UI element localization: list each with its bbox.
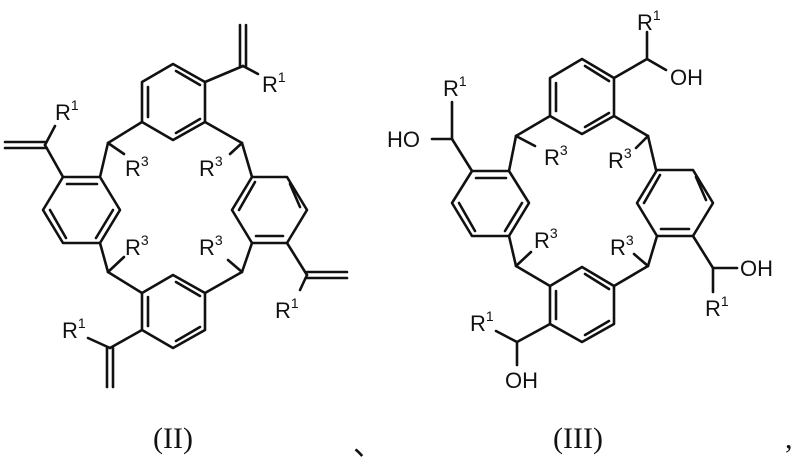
structure-iii-top-ring [548,57,616,136]
r1-label: R1 [637,7,661,35]
r1-label: R1 [62,315,86,343]
r3-label: R3 [610,232,634,260]
structure-iii-right-ring [635,168,715,238]
r3-label: R3 [544,142,568,170]
trailing-comma: , [785,422,793,455]
structure-ii: R1 R3 R3 R1 [3,23,349,455]
r3-label: R3 [125,153,149,181]
r1-label: R1 [262,69,286,97]
structure-ii-top-ring [140,62,207,142]
structure-ii-right-ring [230,175,309,245]
r1-label: R1 [275,295,299,323]
r3-label: R3 [608,145,632,173]
r3-label: R3 [125,232,149,260]
r3-label: R3 [199,232,223,260]
separator-mark: 、 [353,429,383,462]
r1-label: R1 [443,73,467,101]
structure-iii-left-ring [450,169,531,238]
r3-label: R3 [199,153,223,181]
r1-label: R1 [55,97,79,125]
structure-ii-left-ring [41,175,122,245]
r3-label: R3 [534,225,558,253]
ho-label: HO [387,127,420,152]
structure-ii-caption: (II) [153,422,193,455]
structure-iii: R1 OH R3 R3 R1 HO [387,7,773,455]
oh-label: OH [505,368,538,393]
structure-iii-caption: (III) [553,422,603,455]
r1-label: R1 [705,293,729,321]
oh-label: OH [740,256,773,281]
structure-iii-bottom-ring [548,265,616,344]
r1-label: R1 [470,308,494,336]
structure-ii-top-vinyl [203,23,260,84]
structure-ii-bottom-ring [140,273,207,350]
oh-label: OH [670,65,703,90]
